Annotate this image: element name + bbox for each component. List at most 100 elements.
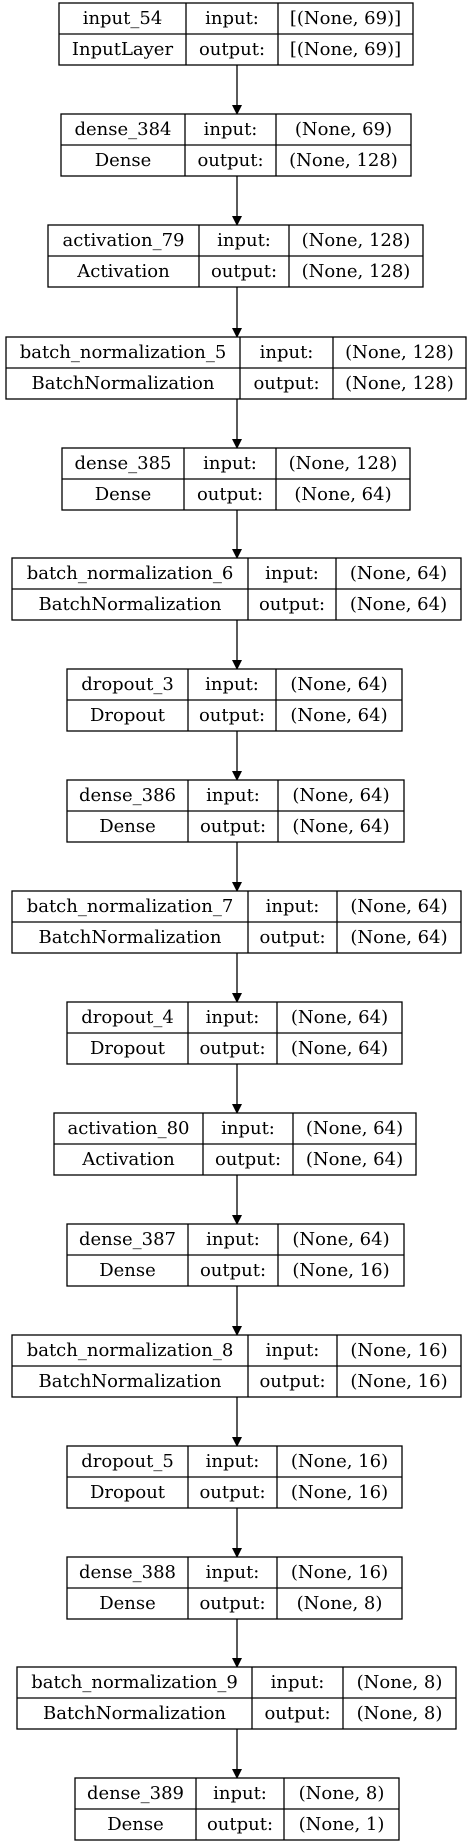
- output-shape: (None, 64): [290, 705, 387, 726]
- layer-name: dense_389: [87, 1783, 184, 1804]
- output-shape: (None, 128): [345, 373, 454, 394]
- layer-name: batch_normalization_9: [31, 1672, 238, 1693]
- input-label: input:: [266, 1340, 320, 1361]
- output-label: output:: [199, 39, 265, 60]
- layer-type: BatchNormalization: [43, 1703, 226, 1724]
- layer-name: dense_387: [79, 1229, 176, 1250]
- input-label: input:: [203, 453, 257, 474]
- layer-name: dropout_3: [81, 674, 174, 695]
- input-shape: (None, 69): [295, 119, 392, 140]
- input-label: input:: [271, 1672, 325, 1693]
- input-label: input:: [206, 785, 260, 806]
- input-shape: (None, 128): [302, 230, 411, 251]
- layer-type: BatchNormalization: [38, 1371, 221, 1392]
- output-shape: (None, 128): [302, 261, 411, 282]
- layer-type: Activation: [81, 1149, 175, 1170]
- layer-name: activation_80: [67, 1118, 189, 1139]
- layer-name: batch_normalization_5: [20, 342, 227, 363]
- output-label: output:: [264, 1703, 330, 1724]
- output-label: output:: [199, 1593, 265, 1614]
- layer-node: activation_79Activationinput:output:(Non…: [47, 224, 424, 288]
- output-label: output:: [200, 816, 266, 837]
- output-label: output:: [211, 261, 277, 282]
- input-shape: (None, 16): [291, 1562, 388, 1583]
- output-label: output:: [259, 1371, 325, 1392]
- input-label: input:: [265, 563, 319, 584]
- layer-node: activation_80Activationinput:output:(Non…: [53, 1112, 417, 1176]
- output-label: output:: [199, 705, 265, 726]
- input-label: input:: [206, 1007, 260, 1028]
- input-shape: (None, 64): [290, 674, 387, 695]
- layer-type: Dropout: [90, 1038, 166, 1059]
- layer-name: dense_388: [79, 1562, 176, 1583]
- layer-type: InputLayer: [72, 39, 174, 60]
- layer-type: Dense: [95, 150, 152, 171]
- output-shape: (None, 128): [289, 150, 398, 171]
- layer-type: BatchNormalization: [31, 373, 214, 394]
- output-shape: (None, 8): [357, 1703, 443, 1724]
- output-label: output:: [259, 594, 325, 615]
- input-shape: (None, 64): [350, 563, 447, 584]
- input-shape: [(None, 69)]: [290, 8, 401, 29]
- input-label: input:: [221, 1118, 275, 1139]
- output-shape: (None, 64): [292, 816, 389, 837]
- output-shape: (None, 64): [306, 1149, 403, 1170]
- input-shape: (None, 64): [292, 785, 389, 806]
- layer-type: Dropout: [90, 1482, 166, 1503]
- input-label: input:: [205, 674, 259, 695]
- layer-type: Dropout: [90, 705, 166, 726]
- output-shape: (None, 64): [350, 927, 447, 948]
- layer-name: dense_384: [74, 119, 171, 140]
- output-shape: (None, 1): [299, 1814, 385, 1835]
- layer-name: dense_386: [79, 785, 176, 806]
- layer-name: dropout_5: [81, 1451, 174, 1472]
- output-shape: (None, 16): [291, 1482, 388, 1503]
- output-shape: (None, 64): [294, 484, 391, 505]
- input-label: input:: [206, 1229, 260, 1250]
- layer-type: Dense: [99, 816, 156, 837]
- input-shape: (None, 64): [306, 1118, 403, 1139]
- output-label: output:: [259, 927, 325, 948]
- layer-name: activation_79: [62, 230, 184, 251]
- input-shape: (None, 8): [299, 1783, 385, 1804]
- layer-type: Dense: [95, 484, 152, 505]
- input-shape: (None, 64): [350, 896, 447, 917]
- layer-name: dense_385: [74, 453, 171, 474]
- input-label: input:: [206, 1562, 260, 1583]
- output-shape: [(None, 69)]: [290, 39, 401, 60]
- output-label: output:: [197, 150, 263, 171]
- layer-type: Dense: [107, 1814, 164, 1835]
- input-label: input:: [260, 342, 314, 363]
- input-label: input:: [213, 1783, 267, 1804]
- layer-name: input_54: [83, 8, 163, 29]
- input-label: input:: [204, 119, 258, 140]
- output-label: output:: [207, 1814, 273, 1835]
- output-label: output:: [200, 1260, 266, 1281]
- input-label: input:: [205, 8, 259, 29]
- input-shape: (None, 128): [289, 453, 398, 474]
- layer-type: BatchNormalization: [38, 927, 221, 948]
- output-label: output:: [253, 373, 319, 394]
- output-shape: (None, 8): [297, 1593, 383, 1614]
- output-label: output:: [199, 1038, 265, 1059]
- input-shape: (None, 64): [292, 1229, 389, 1250]
- layer-node: batch_normalization_6BatchNormalizationi…: [11, 557, 462, 621]
- output-label: output:: [197, 484, 263, 505]
- input-label: input:: [266, 896, 320, 917]
- output-shape: (None, 64): [350, 594, 447, 615]
- output-label: output:: [199, 1482, 265, 1503]
- layer-name: batch_normalization_7: [27, 896, 234, 917]
- output-shape: (None, 16): [292, 1260, 389, 1281]
- input-label: input:: [206, 1451, 260, 1472]
- input-shape: (None, 16): [350, 1340, 447, 1361]
